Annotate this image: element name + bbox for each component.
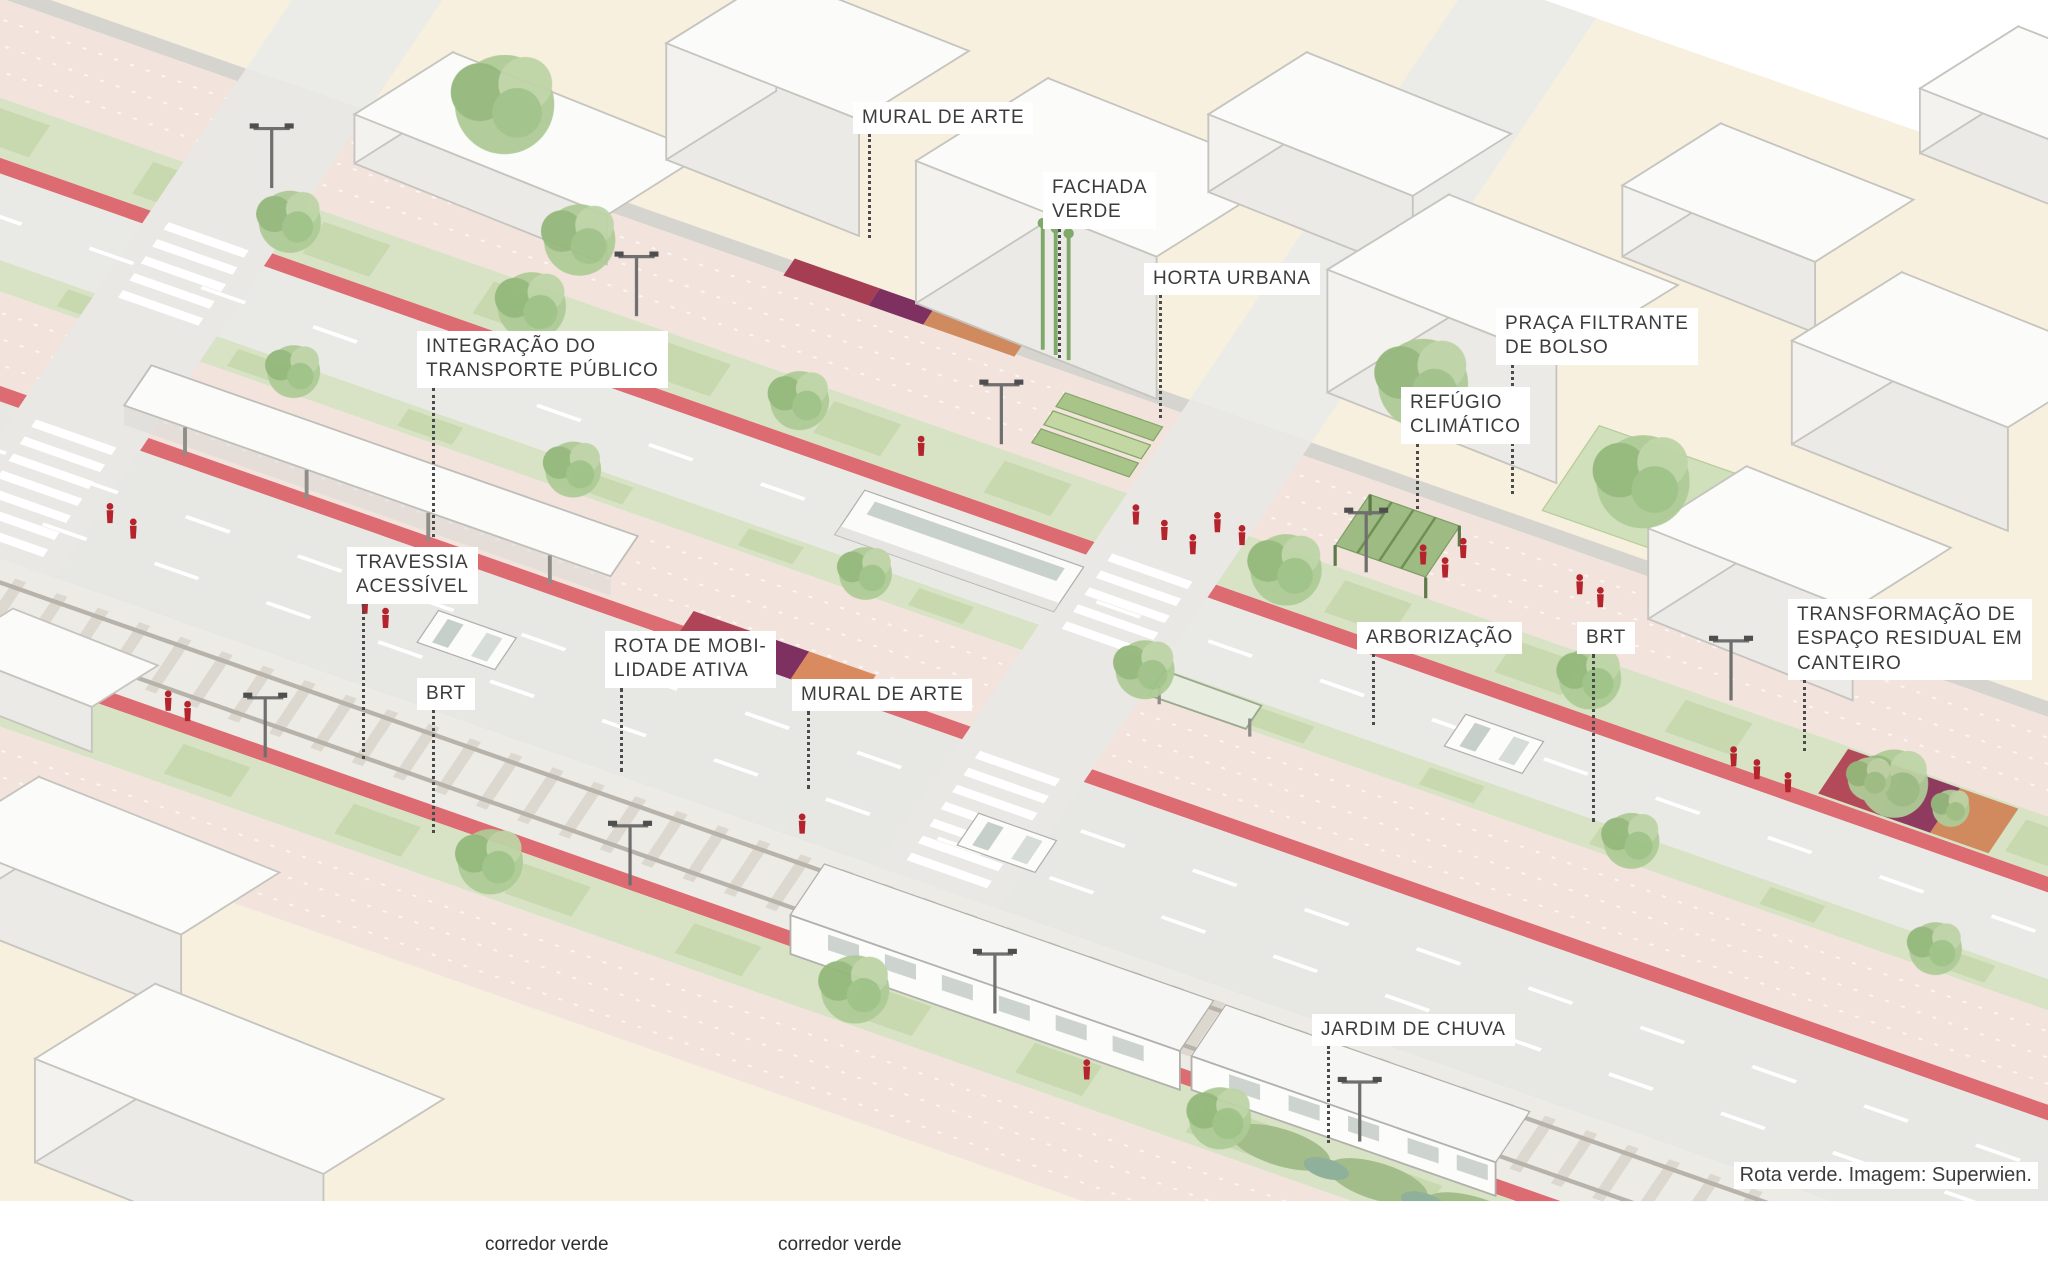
person-icon bbox=[798, 813, 806, 834]
station-canopy bbox=[122, 364, 640, 596]
person-icon bbox=[1784, 772, 1792, 793]
callout-travessia-acessivel: TRAVESSIA ACESSÍVEL bbox=[347, 547, 478, 759]
building bbox=[0, 607, 160, 754]
callout-horta-urbana: HORTA URBANA bbox=[1144, 263, 1320, 419]
person-icon bbox=[1083, 1059, 1091, 1080]
leader-line bbox=[1803, 679, 1806, 751]
person-icon bbox=[1597, 587, 1604, 608]
person-icon bbox=[164, 690, 172, 711]
callout-brt-direita: BRT bbox=[1577, 622, 1636, 823]
leader-line bbox=[1372, 654, 1375, 726]
callout-arborizacao: ARBORIZAÇÃO bbox=[1357, 622, 1523, 726]
leader-line bbox=[1592, 654, 1595, 823]
cars bbox=[416, 609, 2048, 1264]
leader-line bbox=[432, 387, 435, 537]
leader-line bbox=[868, 134, 871, 239]
person-icon bbox=[184, 700, 191, 722]
leader-line bbox=[1327, 1046, 1330, 1144]
person-icon bbox=[1132, 504, 1140, 525]
person-icon bbox=[1753, 759, 1761, 780]
leader-line bbox=[1058, 228, 1061, 358]
callout-text: REFÚGIO CLIMÁTICO bbox=[1401, 387, 1530, 444]
person-icon bbox=[106, 502, 114, 524]
callout-praca-filtrante: PRAÇA FILTRANTE DE BOLSO bbox=[1496, 308, 1698, 494]
leader-line bbox=[807, 711, 810, 790]
callout-transformacao-espaco-residual: TRANSFORMAÇÃO DE ESPAÇO RESIDUAL EM CANT… bbox=[1788, 599, 2032, 751]
callout-text: HORTA URBANA bbox=[1144, 263, 1320, 296]
person-icon bbox=[1459, 537, 1467, 559]
callout-text: INTEGRAÇÃO DO TRANSPORTE PÚBLICO bbox=[417, 331, 668, 388]
footer-label-corredor-verde-1: corredor verde bbox=[485, 1234, 609, 1255]
callout-mural-de-arte-1: MURAL DE ARTE bbox=[853, 102, 1034, 239]
person-icon bbox=[1161, 519, 1168, 540]
callout-text: ROTA DE MOBI- LIDADE ATIVA bbox=[605, 631, 776, 688]
leader-line bbox=[1416, 443, 1419, 509]
footer-label-corredor-verde-2: corredor verde bbox=[778, 1234, 902, 1255]
building bbox=[1206, 50, 1514, 275]
callout-brt-esquerda: BRT bbox=[417, 678, 476, 834]
callout-text: BRT bbox=[1577, 622, 1636, 655]
person-icon bbox=[1730, 746, 1737, 767]
lane-markings bbox=[0, 128, 2048, 1274]
leader-line bbox=[620, 687, 623, 772]
leader-line bbox=[432, 710, 435, 834]
bus bbox=[833, 489, 1085, 613]
person-icon bbox=[1576, 574, 1584, 595]
callout-text: MURAL DE ARTE bbox=[792, 679, 973, 712]
callout-rota-mobilidade-ativa: ROTA DE MOBI- LIDADE ATIVA bbox=[605, 631, 776, 772]
building bbox=[664, 0, 972, 238]
callout-text: BRT bbox=[417, 678, 476, 711]
callout-text: JARDIM DE CHUVA bbox=[1312, 1014, 1515, 1047]
leader-line bbox=[1159, 295, 1162, 419]
person-icon bbox=[1214, 512, 1221, 533]
building bbox=[1917, 24, 2048, 205]
person-icon bbox=[1238, 524, 1246, 546]
person-icon bbox=[917, 435, 925, 456]
callout-text: TRANSFORMAÇÃO DE ESPAÇO RESIDUAL EM CANT… bbox=[1788, 599, 2032, 680]
callout-jardim-de-chuva: JARDIM DE CHUVA bbox=[1312, 1014, 1515, 1144]
crosswalks bbox=[0, 222, 1193, 898]
community-garden bbox=[1030, 392, 1164, 478]
building bbox=[1789, 270, 2048, 533]
callout-text: ARBORIZAÇÃO bbox=[1357, 622, 1523, 655]
leader-line bbox=[362, 603, 365, 759]
train bbox=[789, 913, 1497, 1198]
person-icon bbox=[1189, 534, 1197, 555]
person-icon bbox=[1441, 557, 1449, 578]
person-icon bbox=[1419, 544, 1427, 565]
callout-fachada-verde: FACHADA VERDE bbox=[1043, 172, 1157, 358]
building bbox=[0, 775, 282, 1014]
callout-text: TRAVESSIA ACESSÍVEL bbox=[347, 547, 478, 604]
callout-text: FACHADA VERDE bbox=[1043, 172, 1157, 229]
pergola-posts bbox=[1333, 494, 1461, 599]
callout-mural-de-arte-2: MURAL DE ARTE bbox=[792, 679, 973, 790]
callout-integracao-transporte: INTEGRAÇÃO DO TRANSPORTE PÚBLICO bbox=[417, 331, 668, 537]
callout-text: PRAÇA FILTRANTE DE BOLSO bbox=[1496, 308, 1698, 365]
person-icon bbox=[129, 518, 137, 539]
callout-text: MURAL DE ARTE bbox=[853, 102, 1034, 135]
image-credit: Rota verde. Imagem: Superwien. bbox=[1733, 1162, 2038, 1189]
callout-refugio-climatico: REFÚGIO CLIMÁTICO bbox=[1401, 387, 1530, 509]
building bbox=[1620, 121, 1916, 335]
